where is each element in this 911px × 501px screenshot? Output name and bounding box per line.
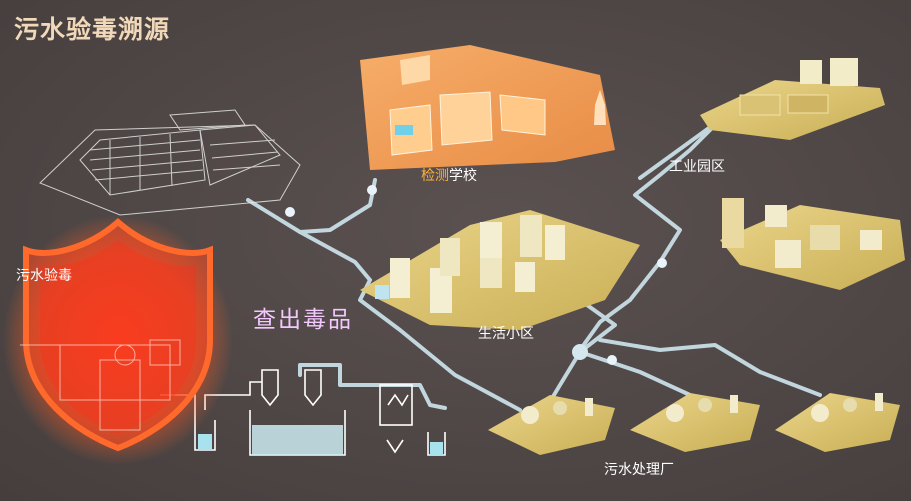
shield-emblem <box>3 215 233 465</box>
find-drugs-label: 查出毒品 <box>253 300 353 334</box>
industrial-park-zone <box>700 58 885 140</box>
pipe-to-plant-c <box>600 340 820 395</box>
pipe-hospital-to-junction <box>248 200 370 280</box>
residential-label: 生活小区 <box>478 323 534 343</box>
hospital-building-wireframe <box>40 110 300 215</box>
treatment-plant-b <box>630 393 760 452</box>
pipe-to-plant-b <box>580 352 690 395</box>
treatment-plant-c <box>775 393 900 452</box>
sewage-testing-label: 污水验毒 <box>16 265 72 285</box>
school-label-rest: 学校 <box>449 168 477 184</box>
pipe-school-to-junction <box>300 180 375 232</box>
page-title: 污水验毒溯源 <box>14 10 170 46</box>
school-label-highlight: 检测 <box>421 168 449 184</box>
school-zone <box>360 45 615 170</box>
office-complex-zone <box>720 198 905 290</box>
industrial-park-label: 工业园区 <box>669 156 725 176</box>
treatment-plant-label: 污水处理厂 <box>604 459 674 479</box>
school-label: 检测学校 <box>421 165 477 185</box>
